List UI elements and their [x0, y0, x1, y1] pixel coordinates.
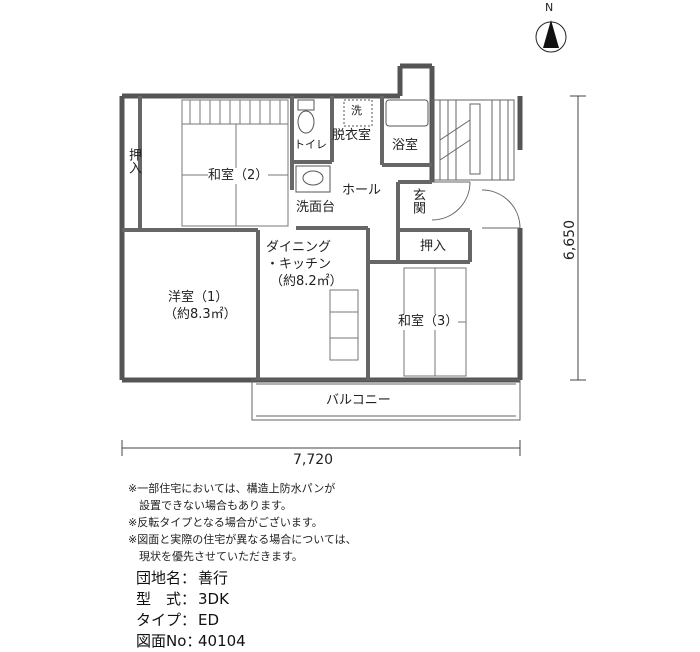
bathroom-label: 浴室	[392, 138, 419, 153]
type-value: ED	[198, 611, 220, 629]
note-line: 設置できない場合もあります。	[128, 499, 292, 512]
toilet-label: トイレ	[294, 138, 327, 151]
notes: ※一部住宅においては、構造上防水パンが 設置できない場合もあります。 ※反転タイ…	[128, 480, 357, 565]
type-key: タイプ：	[136, 611, 197, 629]
interior-walls	[122, 96, 472, 380]
danchi-value: 善行	[198, 569, 229, 587]
hall-label: ホール	[342, 183, 382, 198]
youshitsu1-area-label: （約8.3㎡）	[164, 307, 237, 322]
width-dimension: 7,720	[293, 452, 334, 468]
doors	[431, 181, 521, 229]
dining-kitchen-label-1: ダイニング	[266, 240, 332, 255]
washitsu2-label: 和室（2）	[208, 168, 269, 184]
kata-value: 3DK	[198, 590, 229, 608]
zumen-value: 40104	[198, 632, 246, 650]
north-arrow-icon	[535, 20, 567, 53]
balcony-label: バルコニー	[326, 393, 391, 408]
washitsu3-label: 和室（3）	[398, 314, 459, 330]
balcony-structure	[251, 379, 521, 421]
danchi-row: 団地名：善行	[136, 568, 246, 589]
fixtures	[295, 99, 429, 193]
youshitsu1-label: 洋室（1）	[168, 290, 229, 305]
closet-right-label: 押入	[420, 239, 447, 254]
note-line: 現状を優先させていただきます。	[128, 550, 303, 563]
note-line: ※反転タイプとなる場合がございます。	[128, 516, 323, 529]
note-line: ※図面と実際の住宅が異なる場合については、	[128, 533, 357, 546]
entrance-label: 玄関	[410, 188, 425, 214]
zumen-row: 図面No：40104	[136, 631, 246, 652]
dining-kitchen-label-2: ・キッチン	[266, 257, 332, 272]
closet-left-label: 押入	[126, 148, 141, 174]
danchi-key: 団地名：	[136, 569, 197, 587]
kata-row: 型 式：3DK	[136, 589, 246, 610]
type-row: タイプ：ED	[136, 610, 246, 631]
note-line: ※一部住宅においては、構造上防水パンが	[128, 482, 336, 495]
north-label: N	[545, 1, 554, 14]
info-block: 団地名：善行 型 式：3DK タイプ：ED 図面No：40104	[136, 568, 246, 652]
washbasin-label: 洗面台	[296, 200, 336, 215]
dining-kitchen-area-label: （約8.2㎡）	[270, 274, 343, 289]
height-dimension: 6,650	[562, 220, 578, 261]
washing-machine-label: 洗	[351, 104, 362, 117]
zumen-key: 図面No：	[136, 632, 202, 650]
dressing-room-label: 脱衣室	[332, 128, 372, 143]
staircase	[431, 99, 515, 181]
dimension-lines	[121, 95, 586, 456]
kata-key: 型 式：	[136, 590, 197, 608]
